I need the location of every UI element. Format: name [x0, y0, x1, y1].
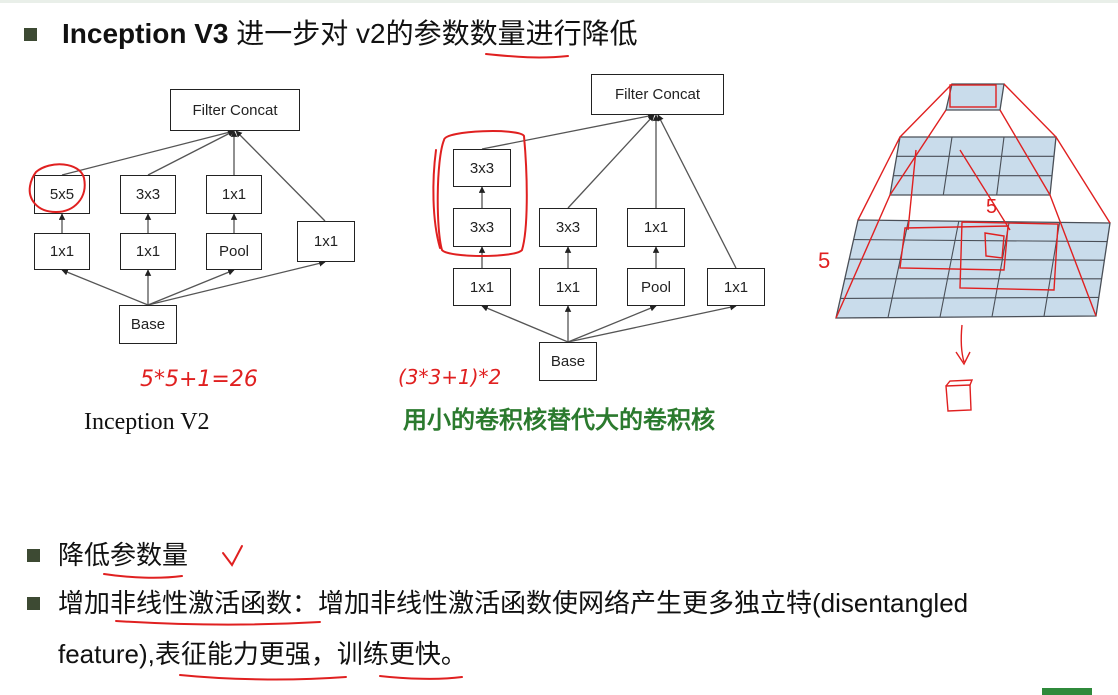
v3-base-label: Base: [550, 353, 586, 370]
v2-5x5-circle: [28, 163, 86, 214]
bullet-nonlinear: 增加非线性激活函数：增加非线性激活函数使网络产生更多独立特(disentangl…: [58, 588, 969, 618]
v3-param-count: (3*3+1)*2: [398, 365, 501, 389]
v3-conv-3x3-top-label: 3x3: [469, 159, 495, 177]
v2-base-label: Base: [130, 316, 166, 333]
title-bold: Inception V3: [62, 18, 229, 49]
v3-conv-3x3-mid-label: 3x3: [469, 219, 495, 236]
v3-stack-highlight: [436, 130, 528, 257]
title-rest: 进一步对 v2的参数数量进行降低: [228, 18, 638, 49]
v2-conv-1x1-b-label: 1x1: [135, 243, 161, 260]
v3-conv-1x1-b: 1x1: [539, 268, 597, 306]
top-rule: [0, 0, 1118, 3]
v3-conv-3x3-b-label: 3x3: [555, 219, 581, 236]
v3-conv-3x3-top: 3x3: [453, 149, 511, 187]
v2-filter-concat: Filter Concat: [170, 89, 300, 131]
v2-caption: Inception V2: [84, 409, 210, 435]
v2-conv-3x3-label: 3x3: [135, 186, 161, 203]
v3-conv-1x1-side-label: 1x1: [723, 278, 749, 296]
v3-caption: 用小的卷积核替代大的卷积核: [403, 407, 715, 434]
bullet-nonlinear-cont: feature),表征能力更强，训练更快。: [58, 639, 467, 669]
bullet-marker-1: [27, 549, 40, 562]
v2-pool: Pool: [206, 233, 262, 270]
v3-pool-label: Pool: [640, 278, 672, 296]
v2-param-count: 5*5+1=26: [140, 367, 258, 392]
v3-base: Base: [539, 342, 597, 381]
underline-nonlinear: [115, 620, 321, 626]
projection-lines: [835, 83, 1111, 412]
title-bullet: [24, 28, 37, 41]
v2-conv-5x5-label: 5x5: [49, 186, 75, 203]
v2-conv-1x1-b: 1x1: [120, 233, 176, 270]
v3-conv-1x1-side: 1x1: [707, 268, 765, 306]
bullet-marker-2: [27, 597, 40, 610]
v2-conv-1x1-top: 1x1: [206, 175, 262, 214]
underline-training: [379, 675, 463, 680]
v3-conv-1x1-top: 1x1: [627, 208, 685, 247]
progress-bar: [1042, 688, 1092, 695]
v2-pool-label: Pool: [218, 243, 250, 260]
v2-conv-1x1-top-label: 1x1: [221, 186, 247, 203]
title-underline: [485, 53, 569, 59]
check-mark: [222, 545, 243, 567]
slide-title: Inception V3 进一步对 v2的参数数量进行降低: [62, 16, 638, 52]
v3-conv-1x1-b-label: 1x1: [555, 278, 581, 296]
v3-conv-1x1-a-label: 1x1: [469, 278, 495, 296]
underline-representation: [179, 674, 347, 681]
v2-conv-1x1-side-label: 1x1: [313, 233, 339, 250]
grid-label-left: 5: [818, 248, 830, 273]
v3-conv-3x3-b: 3x3: [539, 208, 597, 247]
underline-params: [103, 573, 183, 579]
bullet-reduce-params: 降低参数量: [58, 540, 189, 570]
v2-conv-5x5: 5x5: [34, 175, 90, 214]
v2-base: Base: [119, 305, 177, 344]
v2-conv-1x1-a: 1x1: [34, 233, 90, 270]
v2-filter-concat-label: Filter Concat: [192, 101, 278, 119]
v3-conv-3x3-mid: 3x3: [453, 208, 511, 247]
v2-conv-3x3: 3x3: [120, 175, 176, 214]
v3-pool: Pool: [627, 268, 685, 306]
v2-conv-1x1-a-label: 1x1: [49, 243, 75, 260]
v2-conv-1x1-side: 1x1: [297, 221, 355, 262]
grid-label-top: 5: [986, 196, 997, 218]
v3-conv-1x1-top-label: 1x1: [643, 219, 669, 236]
v3-filter-concat: Filter Concat: [591, 74, 724, 115]
v3-conv-1x1-a: 1x1: [453, 268, 511, 306]
v3-filter-concat-label: Filter Concat: [614, 86, 701, 103]
